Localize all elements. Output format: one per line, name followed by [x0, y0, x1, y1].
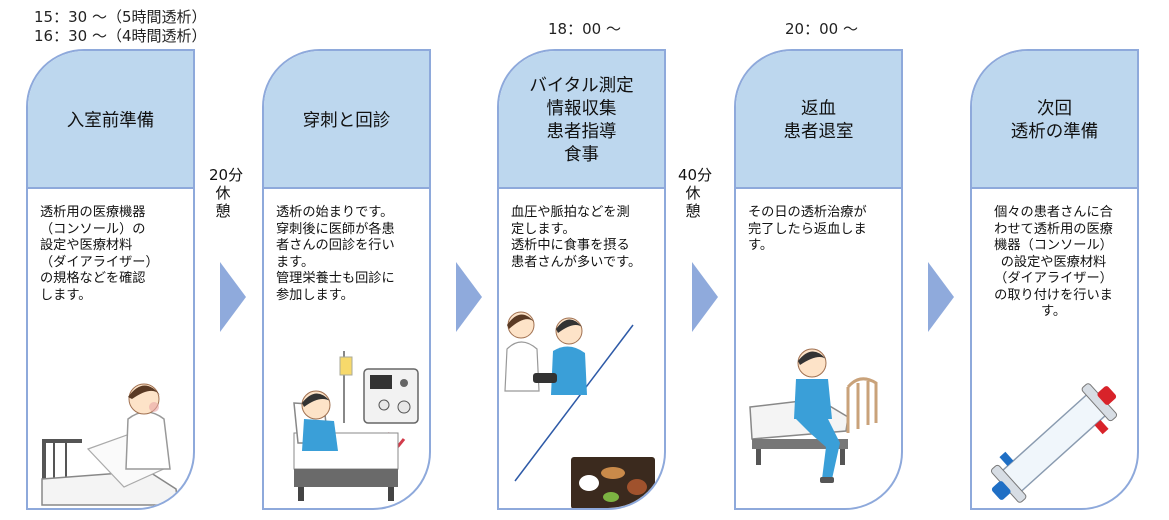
step-description: 個々の患者さんに合 わせて透析用の医療 機器（コンソール） の設定や医療材料 （… — [994, 205, 1113, 319]
flow-arrow-3 — [692, 262, 718, 332]
flow-arrow-2 — [456, 262, 482, 332]
dialyzer-illustration — [990, 383, 1118, 503]
blood-pressure-and-meal-illustration — [504, 311, 655, 508]
step-title: 入室前準備 — [28, 51, 193, 189]
time-label-1800: 18：00 ～ — [548, 20, 621, 38]
time-label-start: 15：30 ～（5時間透析） 16：30 ～（4時間透析） — [34, 8, 207, 45]
time-label-2000: 20：00 ～ — [785, 20, 858, 38]
step-title: バイタル測定 情報収集 患者指導 食事 — [499, 51, 664, 189]
dialysis-patient-illustration — [293, 351, 419, 501]
rest-label-40min: 40分 休 憩 — [678, 166, 713, 220]
flow-arrow-1 — [220, 262, 246, 332]
flow-arrow-4 — [928, 262, 954, 332]
rest-label-20min: 20分 休 憩 — [209, 166, 244, 220]
step-description: 透析用の医療機器 （コンソール）の 設定や医療材料 （ダイアライザー） の規格な… — [40, 205, 159, 303]
patient-leaving-bed-illustration — [749, 348, 878, 483]
step-description: その日の透析治療が 完了したら返血しま す。 — [748, 205, 867, 253]
nurse-making-bed-illustration — [41, 383, 179, 506]
step-title: 次回 透析の準備 — [972, 51, 1137, 189]
step-card-puncture-rounds: 穿刺と回診 透析の始まりです。 穿刺後に医師が各患 者さんの回診を行い ます。 … — [262, 49, 431, 510]
step-description: 透析の始まりです。 穿刺後に医師が各患 者さんの回診を行い ます。 管理栄養士も… — [276, 205, 395, 303]
step-card-preparation: 入室前準備 透析用の医療機器 （コンソール）の 設定や医療材料 （ダイアライザー… — [26, 49, 195, 510]
step-description: 血圧や脈拍などを測 定します。 透析中に食事を摂る 患者さんが多いです。 — [511, 205, 642, 270]
step-card-next-preparation: 次回 透析の準備 個々の患者さんに合 わせて透析用の医療 機器（コンソール） の… — [970, 49, 1139, 510]
step-title: 返血 患者退室 — [736, 51, 901, 189]
step-card-vital-meal: バイタル測定 情報収集 患者指導 食事 血圧や脈拍などを測 定します。 透析中に… — [497, 49, 666, 510]
step-title: 穿刺と回診 — [264, 51, 429, 189]
step-card-blood-return: 返血 患者退室 その日の透析治療が 完了したら返血しま す。 — [734, 49, 903, 510]
